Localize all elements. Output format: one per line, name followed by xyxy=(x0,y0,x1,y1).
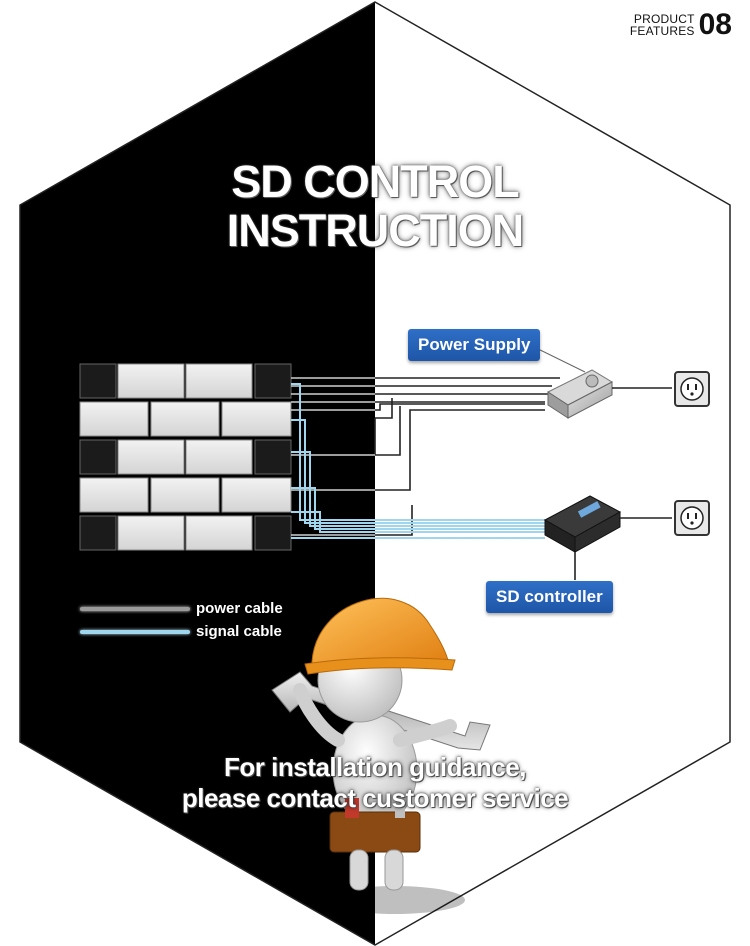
contact-message: For installation guidance, please contac… xyxy=(0,752,750,814)
white-tile xyxy=(117,515,185,551)
product-features-badge: PRODUCT FEATURES 08 xyxy=(630,10,732,40)
white-tile xyxy=(185,515,253,551)
white-tile xyxy=(79,401,149,437)
power-supply-label: Power Supply xyxy=(408,329,541,361)
white-tile xyxy=(221,401,292,437)
black-tile xyxy=(254,439,292,475)
badge-line1: PRODUCT xyxy=(633,12,695,26)
white-tile xyxy=(221,477,292,513)
black-tile xyxy=(254,515,292,551)
signal-cable-swatch xyxy=(80,630,190,634)
power-cables xyxy=(291,377,560,536)
wall-outlet-icon xyxy=(674,500,710,536)
signal-cables xyxy=(291,383,545,539)
black-tile xyxy=(79,515,117,551)
worker-figure-illustration xyxy=(271,598,491,914)
wall-outlet-icon xyxy=(674,371,710,407)
sd-controller-label: SD controller xyxy=(486,581,613,613)
contact-line2: please contact customer service xyxy=(181,783,569,813)
led-brick-wall xyxy=(79,363,292,551)
power-cable-label: power cable xyxy=(196,600,283,617)
title-line2: INSTRUCTION xyxy=(226,205,525,256)
fan-icon xyxy=(585,374,599,388)
white-tile xyxy=(117,363,185,399)
black-tile xyxy=(79,363,117,399)
black-tile xyxy=(79,439,117,475)
white-tile xyxy=(79,477,149,513)
white-tile xyxy=(117,439,185,475)
hexagon-outline xyxy=(19,1,731,946)
white-tile xyxy=(150,477,220,513)
page-title: SD CONTROL INSTRUCTION xyxy=(0,157,750,255)
contact-line1: For installation guidance, xyxy=(224,752,526,782)
badge-line2: FEATURES xyxy=(629,24,695,38)
sd-controller-device xyxy=(543,495,672,580)
badge-label: PRODUCT FEATURES xyxy=(630,13,695,37)
white-tile xyxy=(185,439,253,475)
signal-cable-label: signal cable xyxy=(196,623,282,640)
black-tile xyxy=(254,363,292,399)
title-line1: SD CONTROL xyxy=(231,156,520,207)
white-tile xyxy=(150,401,220,437)
white-tile xyxy=(185,363,253,399)
power-cable-swatch xyxy=(80,607,190,611)
badge-number: 08 xyxy=(698,8,732,41)
power-supply-unit xyxy=(546,369,672,419)
